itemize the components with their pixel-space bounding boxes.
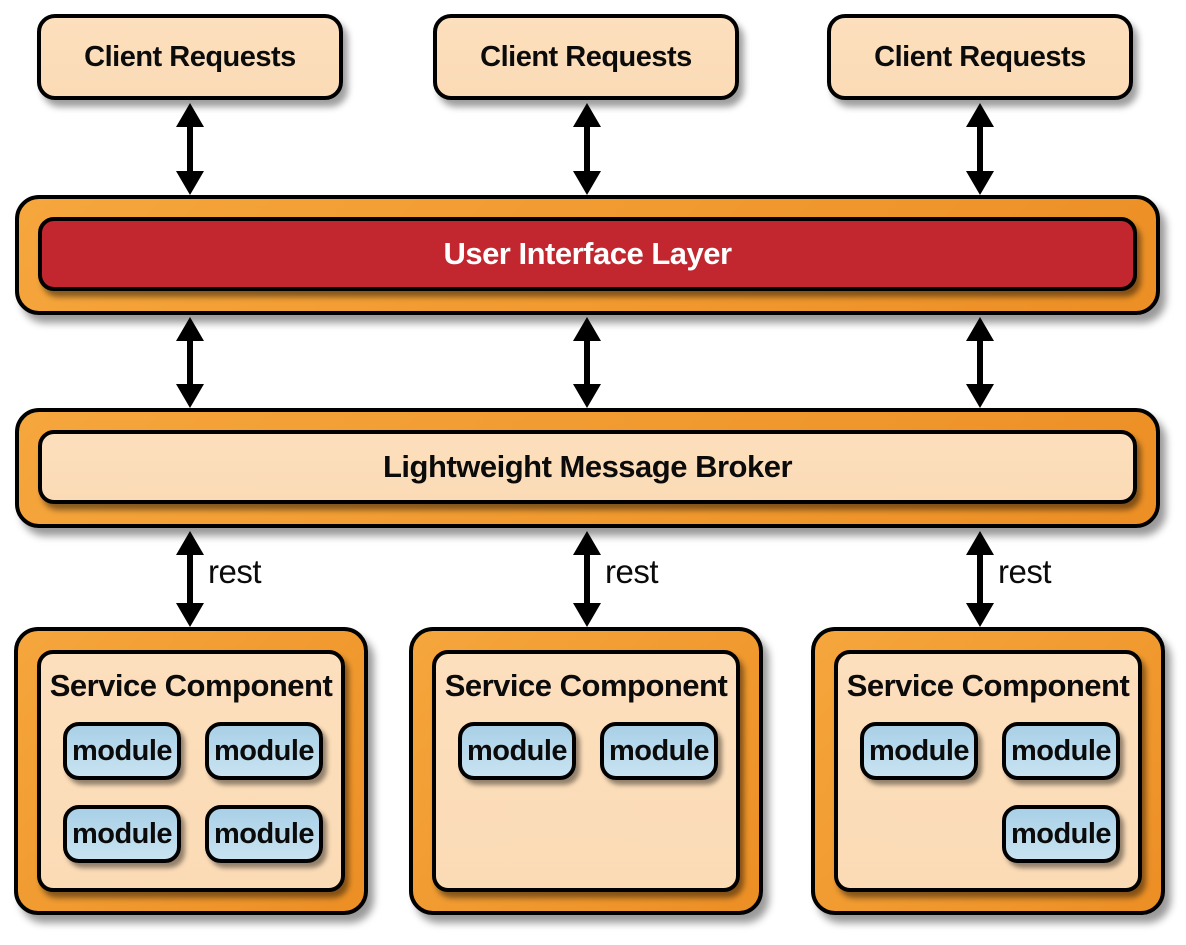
ui-layer-container: User Interface Layer (15, 195, 1160, 315)
bidirectional-arrow (573, 103, 601, 195)
bidirectional-arrow (176, 317, 204, 408)
client-requests-label: Client Requests (874, 40, 1086, 73)
module-label: module (213, 734, 315, 767)
ui-layer-box: User Interface Layer (38, 217, 1137, 291)
service-component: Service Component module module module m… (14, 627, 368, 915)
client-requests-label: Client Requests (84, 40, 296, 73)
message-broker-container: Lightweight Message Broker (15, 408, 1160, 528)
service-component-title: Service Component (49, 668, 333, 703)
module-label: module (466, 734, 568, 767)
module-box: module (205, 722, 323, 780)
bidirectional-arrow (573, 317, 601, 408)
module-box: module (63, 805, 181, 863)
service-component-inner: Service Component module module module m… (37, 650, 345, 892)
ui-layer-label: User Interface Layer (443, 236, 732, 271)
client-requests-box: Client Requests (433, 14, 739, 100)
client-requests-box: Client Requests (37, 14, 343, 100)
module-label: module (213, 817, 315, 850)
module-box: module (600, 722, 718, 780)
module-label: module (608, 734, 710, 767)
module-box: module (1002, 805, 1120, 863)
client-requests-label: Client Requests (480, 40, 692, 73)
module-box: module (205, 805, 323, 863)
service-component-inner: Service Component module module (432, 650, 740, 892)
module-label: module (1010, 734, 1112, 767)
service-component-title: Service Component (444, 668, 728, 703)
client-requests-box: Client Requests (827, 14, 1133, 100)
module-label: module (71, 734, 173, 767)
module-box: module (458, 722, 576, 780)
service-component: Service Component module module module (811, 627, 1165, 915)
module-label: module (1010, 817, 1112, 850)
service-component: Service Component module module (409, 627, 763, 915)
bidirectional-arrow (176, 103, 204, 195)
service-component-inner: Service Component module module module (834, 650, 1142, 892)
message-broker-label: Lightweight Message Broker (382, 449, 793, 484)
module-box: module (1002, 722, 1120, 780)
module-label: module (71, 817, 173, 850)
module-label: module (868, 734, 970, 767)
bidirectional-arrow (573, 531, 601, 627)
module-box: module (860, 722, 978, 780)
service-component-title: Service Component (846, 668, 1130, 703)
bidirectional-arrow (966, 317, 994, 408)
rest-label: rest (605, 553, 659, 590)
rest-label: rest (998, 553, 1052, 590)
module-box: module (63, 722, 181, 780)
rest-label: rest (208, 553, 262, 590)
message-broker-box: Lightweight Message Broker (38, 430, 1137, 504)
bidirectional-arrow (176, 531, 204, 627)
bidirectional-arrow (966, 531, 994, 627)
bidirectional-arrow (966, 103, 994, 195)
